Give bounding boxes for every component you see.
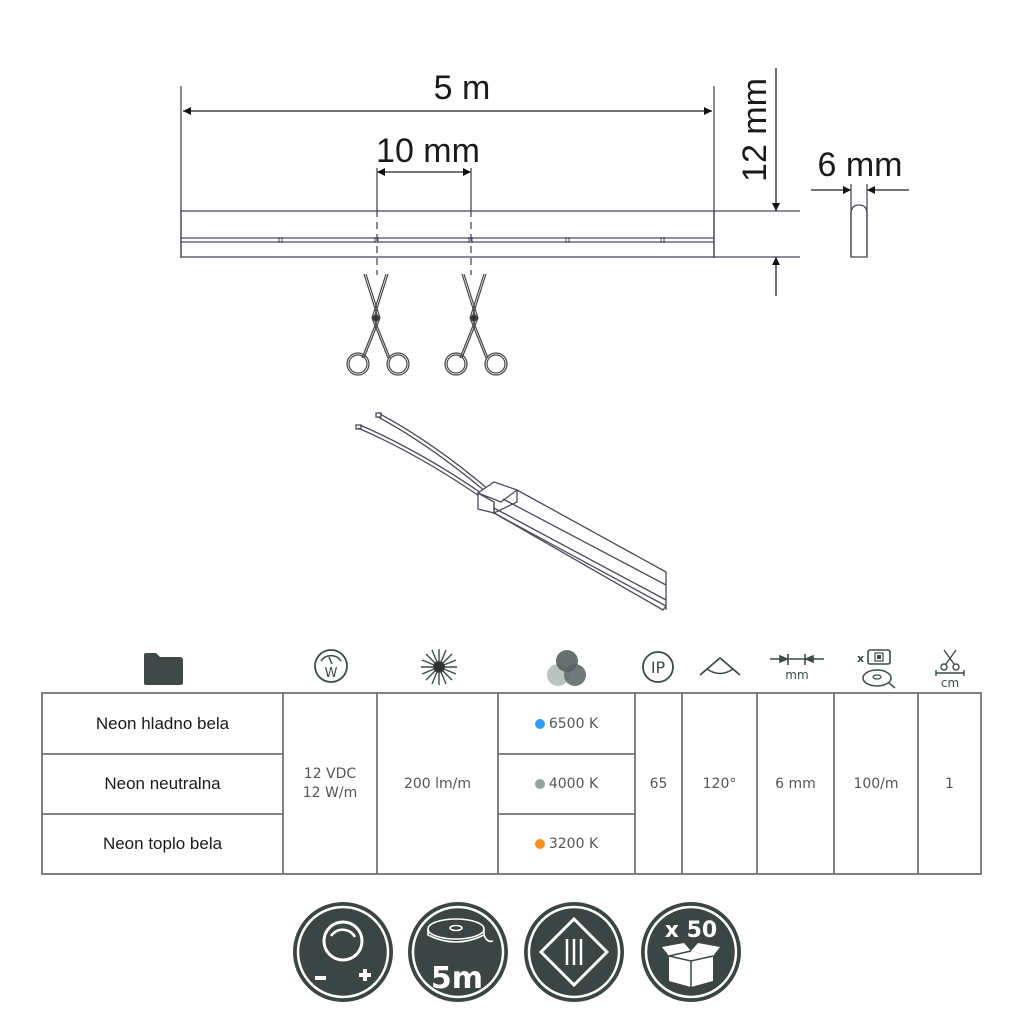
svg-text:cm: cm xyxy=(941,676,959,690)
scissors-icon xyxy=(346,273,508,376)
power-meter-icon: W xyxy=(314,649,348,683)
dimmer-knob-icon xyxy=(322,920,364,962)
cct-warm-value: 3200 K xyxy=(548,836,599,852)
svg-text:W: W xyxy=(325,666,338,681)
voltage-power-cell: 12 VDC 12 W/m xyxy=(283,693,377,874)
svg-text:x 50: x 50 xyxy=(665,918,717,943)
diamond-icon xyxy=(538,916,610,988)
reel-5m-badge: 5m xyxy=(408,902,508,1002)
power-value: 12 W/m xyxy=(302,784,358,801)
flux-value: 200 lm/m xyxy=(403,775,472,792)
svg-text:5m: 5m xyxy=(431,961,483,996)
svg-text:mm: mm xyxy=(785,668,808,682)
sun-brightness-icon xyxy=(421,649,457,685)
warm-dot-icon xyxy=(534,839,545,849)
cut-interval-label: 10 mm xyxy=(376,132,480,170)
folder-icon xyxy=(144,653,183,685)
product-name-cool: Neon hladno bela xyxy=(95,713,230,733)
neutral-dot-icon xyxy=(534,779,545,789)
voltage-value: 12 VDC xyxy=(303,765,357,782)
cct-cool-value: 6500 K xyxy=(548,715,599,732)
reel-icon xyxy=(427,918,494,943)
length-label: 5 m xyxy=(434,69,491,107)
height-label: 12 mm xyxy=(736,78,774,182)
width-mm-icon: mm xyxy=(770,654,824,682)
color-circles-icon xyxy=(547,650,586,686)
technical-drawing: 5 m 10 mm 12 mm 6 mm xyxy=(180,68,909,611)
pack-x50-badge: x 50 xyxy=(641,902,741,1002)
minus-icon xyxy=(315,976,326,980)
cool-dot-icon xyxy=(534,718,545,729)
cct-cool: 6500 K xyxy=(498,693,635,754)
cct-neutral-value: 4000 K xyxy=(548,776,599,792)
ip-value: 65 xyxy=(649,775,668,792)
product-name-warm: Neon toplo bela xyxy=(102,834,223,853)
led-per-meter-icon: x xyxy=(857,649,896,689)
svg-text:x: x xyxy=(857,652,864,665)
cut-value: 1 xyxy=(945,775,954,792)
product-name-neutral: Neon neutralna xyxy=(104,774,221,793)
cct-warm: 3200 K xyxy=(498,814,635,874)
box-icon xyxy=(662,943,720,987)
cct-neutral: 4000 K xyxy=(498,754,635,814)
ip-rating-icon: IP xyxy=(642,651,674,683)
connector-illustration xyxy=(355,412,667,611)
width-label: 6 mm xyxy=(818,146,903,184)
svg-text:IP: IP xyxy=(651,658,666,677)
width-value: 6 mm xyxy=(775,775,816,792)
beam-angle-value: 120° xyxy=(702,775,737,792)
beam-angle-icon xyxy=(699,656,741,676)
dimmable-badge xyxy=(293,902,393,1002)
class-iii-badge xyxy=(524,902,624,1002)
cut-length-icon: cm xyxy=(935,649,965,690)
leds-value: 100/m xyxy=(853,775,899,792)
